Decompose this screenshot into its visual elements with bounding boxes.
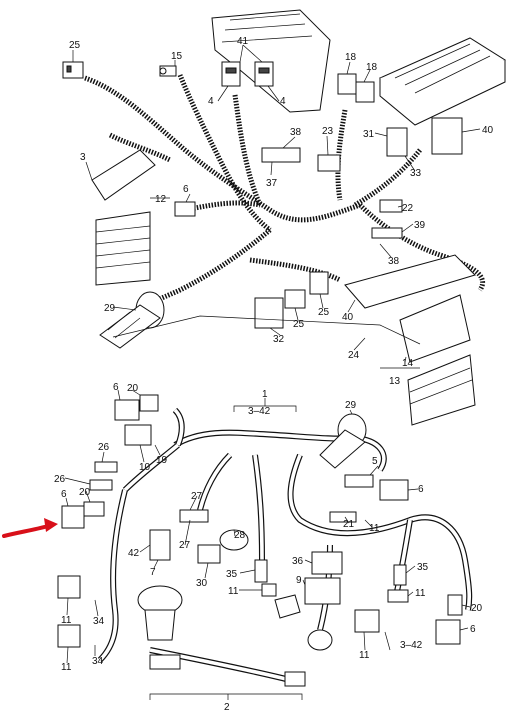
callout-19: 19	[156, 455, 168, 466]
callout-38-b: 38	[388, 256, 400, 267]
callout-18-b: 18	[366, 62, 378, 73]
callout-7: 7	[150, 567, 156, 578]
callout-29-top: 29	[104, 303, 116, 314]
callout-4-right: 4	[280, 96, 286, 107]
callout-21: 21	[343, 519, 355, 530]
sensor-5-6-21-11	[329, 474, 409, 523]
callout-20-c: 20	[471, 603, 483, 614]
callout-32: 32	[273, 334, 285, 345]
callout-6-b: 6	[113, 382, 119, 393]
fuse-relay-panel	[379, 37, 507, 126]
callout-13: 13	[389, 376, 401, 387]
distributor-7-42	[137, 529, 183, 641]
callout-3-42-top: 3–42	[248, 406, 271, 417]
connector-39	[371, 227, 403, 239]
callout-12: 12	[155, 194, 167, 205]
dashboard-panel	[211, 9, 331, 113]
callout-27-b: 27	[179, 540, 191, 551]
grommet-29-lower	[319, 413, 367, 469]
sensor-36-9	[304, 551, 343, 605]
callout-37: 37	[266, 178, 278, 189]
callout-23: 23	[322, 126, 334, 137]
callout-26-a: 26	[98, 442, 110, 453]
callout-3: 3	[80, 152, 86, 163]
callout-33: 33	[410, 168, 422, 179]
sensor-35-11-left	[254, 559, 277, 597]
callout-6-top: 6	[183, 184, 189, 195]
connectors-11-34-bottom	[57, 575, 380, 651]
callout-34-b: 34	[92, 656, 104, 667]
callout-26-b: 26	[54, 474, 66, 485]
callout-39: 39	[414, 220, 426, 231]
parts-37-38-23	[261, 147, 341, 172]
connectors-10-19-20	[114, 394, 159, 446]
grommet-29-upper	[99, 291, 165, 349]
connector-22	[379, 199, 403, 213]
callout-22: 22	[402, 203, 414, 214]
callout-18-a: 18	[345, 52, 357, 63]
callout-2: 2	[224, 702, 230, 712]
callout-29-bottom: 29	[345, 400, 357, 411]
leader-lines	[64, 44, 481, 700]
callout-38: 38	[290, 127, 302, 138]
fuse-40	[431, 117, 463, 155]
callout-3-42-bottom: 3–42	[400, 640, 423, 651]
callout-6-d: 6	[61, 489, 67, 500]
callout-34-a: 34	[93, 616, 105, 627]
callout-35-a: 35	[226, 569, 238, 580]
callout-31: 31	[363, 129, 375, 140]
callout-6-c: 6	[418, 484, 424, 495]
callout-36: 36	[292, 556, 304, 567]
callout-40-b: 40	[342, 312, 354, 323]
callout-25: 25	[69, 40, 81, 51]
callout-20-a: 20	[127, 383, 139, 394]
highlight-arrow-icon	[2, 518, 58, 538]
relay-31	[386, 127, 408, 157]
lower-cable-2	[149, 654, 306, 687]
callout-4-left: 4	[208, 96, 214, 107]
callout-5: 5	[372, 456, 378, 467]
callout-20-b: 20	[79, 487, 91, 498]
callout-27-a: 27	[191, 491, 203, 502]
callout-11-g: 11	[359, 650, 370, 661]
callout-24: 24	[348, 350, 360, 361]
callout-35-b: 35	[417, 562, 429, 573]
callout-25-c: 25	[318, 307, 330, 318]
relay-41-group	[221, 61, 274, 87]
connector-15	[159, 65, 177, 77]
callout-11-c: 11	[228, 586, 239, 597]
connectors-20-6-right	[435, 594, 463, 645]
callout-10: 10	[139, 462, 151, 473]
callout-1: 1	[262, 389, 268, 400]
sensor-35-11-right	[387, 564, 409, 603]
connector-6-top	[174, 201, 196, 217]
connector-25-top	[62, 61, 84, 79]
callout-40-top: 40	[482, 125, 494, 136]
connectors-32-25-cluster	[254, 271, 329, 329]
callout-42: 42	[128, 548, 140, 559]
connectors-26-6-20	[61, 461, 118, 529]
callout-11-b: 11	[369, 523, 380, 534]
ecu-13-14	[344, 254, 476, 426]
callout-6-e: 6	[470, 624, 476, 635]
callout-labels: 25 15 41 4 4 18 18 3 12 6 38 23 37 31 40…	[54, 36, 494, 712]
callout-9: 9	[296, 575, 302, 586]
callout-25-b: 25	[293, 319, 305, 330]
control-unit-12	[91, 149, 156, 286]
callout-11-d: 11	[415, 588, 426, 599]
callout-11-e: 11	[61, 615, 72, 626]
callout-41: 41	[237, 36, 249, 47]
callout-15: 15	[171, 51, 183, 62]
relay-18-group	[337, 73, 375, 103]
sensors-27-28-30	[179, 509, 249, 564]
callout-28: 28	[234, 530, 246, 541]
callout-30: 30	[196, 578, 208, 589]
callout-11-f: 11	[61, 662, 72, 673]
callout-14: 14	[402, 358, 414, 369]
